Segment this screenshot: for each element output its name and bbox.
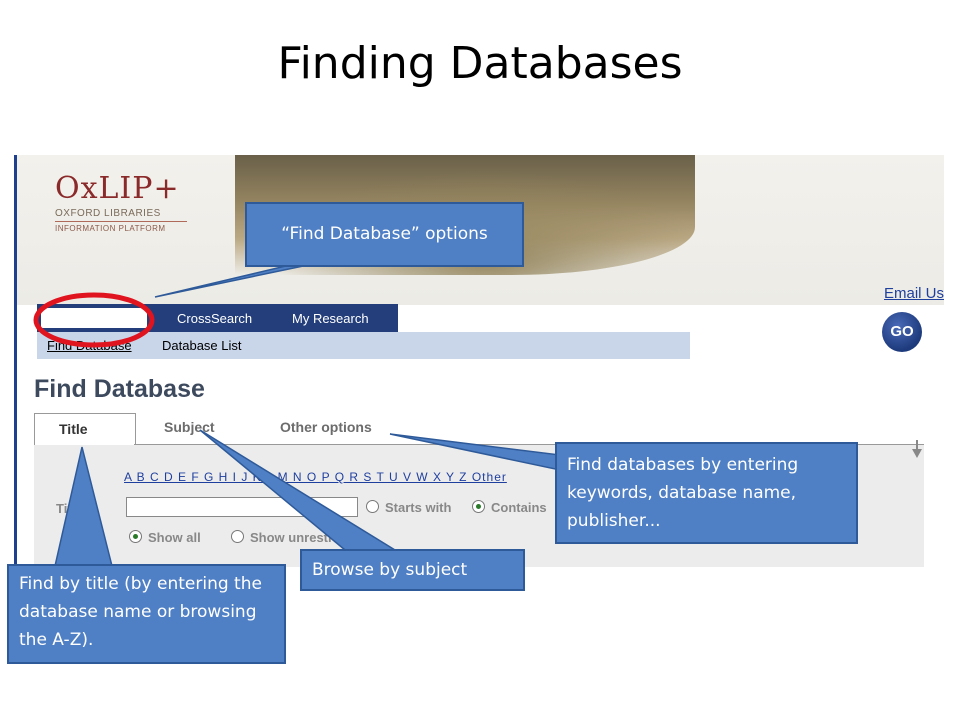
callout-find-database-options: “Find Database” options (245, 202, 524, 267)
callout-find-by-title: Find by title (by entering the database … (7, 564, 286, 664)
oxlip-logo[interactable]: OxLIP+ OXFORD LIBRARIES INFORMATION PLAT… (55, 171, 187, 233)
starts-with-radio[interactable]: Starts with (366, 500, 451, 515)
show-all-radio[interactable]: Show all (129, 530, 201, 545)
contains-radio[interactable]: Contains (472, 500, 547, 515)
callout-pointer-title (54, 446, 113, 567)
search-tabs: Title Subject Other options (34, 413, 924, 446)
subnav-database-list[interactable]: Database List (162, 338, 242, 353)
callout-other-options: Find databases by entering keywords, dat… (555, 442, 858, 544)
starts-with-label: Starts with (385, 500, 452, 515)
radio-circle-icon (231, 530, 244, 543)
page-heading: Find Database (34, 375, 205, 403)
contains-label: Contains (491, 500, 547, 515)
nav-find-database[interactable]: Find Database (41, 308, 147, 328)
tab-other-options[interactable]: Other options (280, 419, 372, 435)
logo-subtitle-1: OXFORD LIBRARIES (55, 208, 161, 219)
highlight-circle (33, 292, 155, 348)
go-button[interactable]: GO (882, 312, 922, 352)
radio-selected-icon (472, 500, 485, 513)
callout-browse-by-subject: Browse by subject (300, 549, 525, 591)
show-all-label: Show all (148, 530, 201, 545)
tab-title[interactable]: Title (34, 413, 136, 446)
nav-crosssearch[interactable]: CrossSearch (177, 311, 253, 326)
main-nav: Find Database CrossSearch My Research (37, 304, 398, 332)
nav-find-database-label: Find Database (51, 311, 136, 326)
title-search-panel: A B C D E F G H I J K L M N O P Q R S T … (34, 445, 924, 567)
tab-divider (134, 444, 924, 445)
logo-subtitle-2: INFORMATION PLATFORM (55, 221, 187, 233)
sub-nav: Find Database Database List (37, 332, 690, 359)
callout-pointer-other-options (389, 433, 561, 471)
callout-pointer-subject (199, 429, 398, 551)
tab-title-label: Title (59, 421, 88, 437)
callout-pointer-find-database (154, 264, 309, 298)
az-index[interactable]: A B C D E F G H I J K L M N O P Q R S T … (124, 470, 507, 484)
radio-circle-icon (366, 500, 379, 513)
logo-wordmark: OxLIP+ (55, 171, 180, 206)
radio-selected-icon (129, 530, 142, 543)
arrow-down-icon (912, 449, 922, 458)
nav-my-research[interactable]: My Research (292, 311, 369, 326)
slide-title: Finding Databases (277, 38, 683, 89)
email-us-link[interactable]: Email Us (883, 285, 944, 302)
